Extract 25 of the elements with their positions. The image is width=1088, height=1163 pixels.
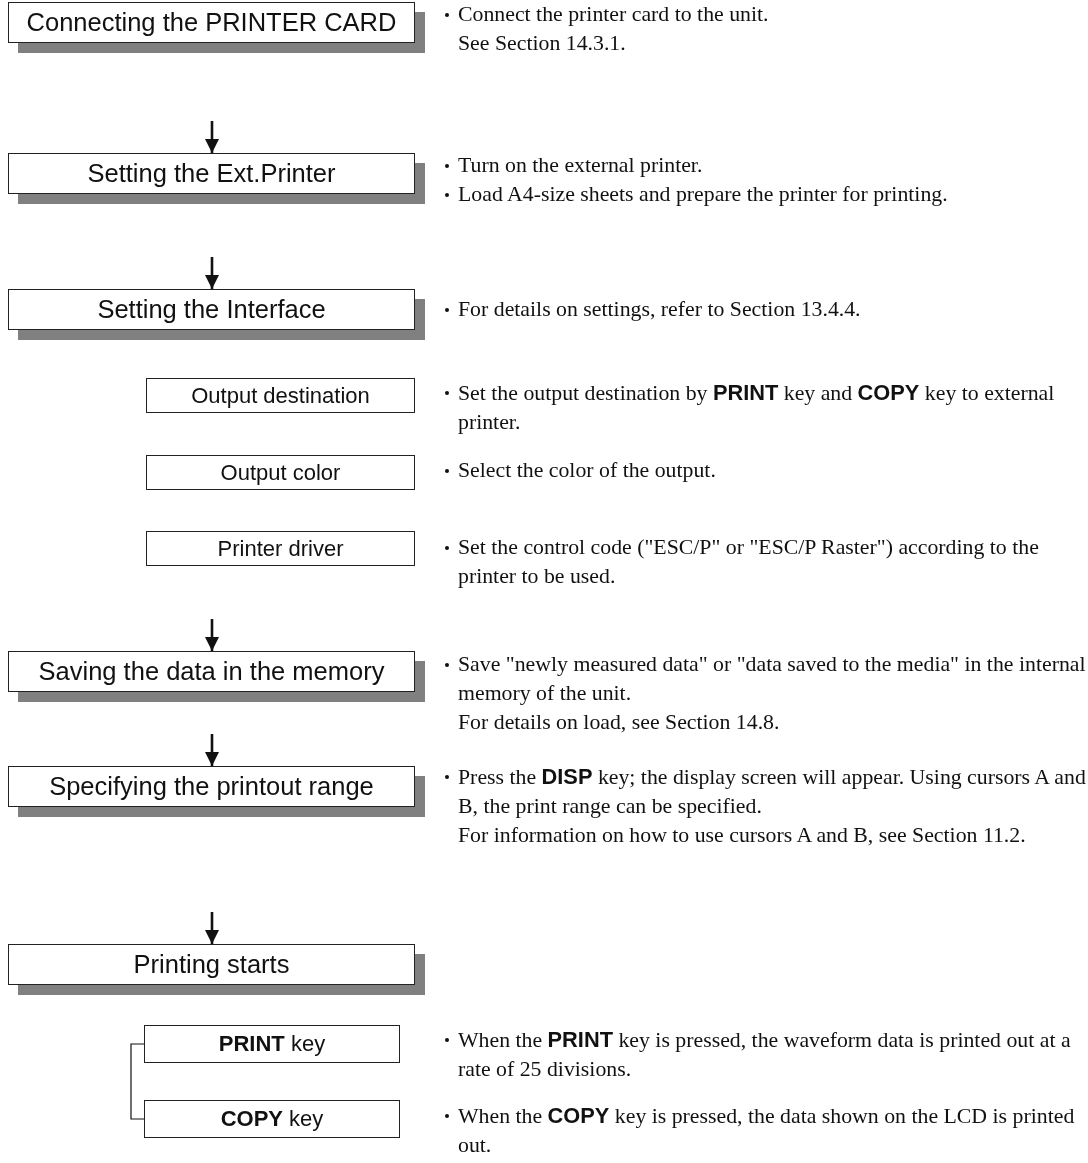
- option-box: Output destination: [146, 378, 415, 413]
- description-text: For details on load, see Section 14.8.: [458, 709, 781, 736]
- description-text: Connect the printer card to the unit.: [458, 1, 770, 28]
- bracket-line: [130, 1043, 145, 1120]
- description-text: Set the control code ("ESC/P" or "ESC/P Raster") according to the printer to be used.: [458, 534, 1040, 590]
- arrow: [205, 912, 219, 944]
- description-text: When the COPY key is pressed, the data shown on the LCD is printed out.: [458, 1102, 1076, 1159]
- description-text: Set the output destination by PRINT key and COPY key to external printer.: [458, 379, 1056, 436]
- option-box: Output color: [146, 455, 415, 490]
- arrow: [205, 619, 219, 651]
- description-text: Select the color of the output.: [458, 457, 717, 484]
- option-box: PRINT key: [144, 1025, 400, 1063]
- description-text: Save "newly measured data" or "data saved to the media" in the internal memory of the unit.: [458, 651, 1087, 707]
- description-text: For details on settings, refer to Section 13.4.4.: [458, 296, 862, 323]
- option-box: COPY key: [144, 1100, 400, 1138]
- arrow: [205, 121, 219, 153]
- description-text: For information on how to use cursors A and B, see Section 11.2.: [458, 822, 1027, 849]
- description-text: Press the DISP key; the display screen will appear. Using cursors A and B, the print range can be specified.: [458, 763, 1087, 820]
- arrow: [205, 257, 219, 289]
- arrow: [205, 734, 219, 766]
- description-text: When the PRINT key is pressed, the waveform data is printed out at a rate of 25 divisions.: [458, 1026, 1072, 1083]
- description-text: Turn on the external printer.: [458, 152, 704, 179]
- option-box: Printer driver: [146, 531, 415, 566]
- description-text: Load A4-size sheets and prepare the printer for printing.: [458, 181, 949, 208]
- description-text: See Section 14.3.1.: [458, 30, 627, 57]
